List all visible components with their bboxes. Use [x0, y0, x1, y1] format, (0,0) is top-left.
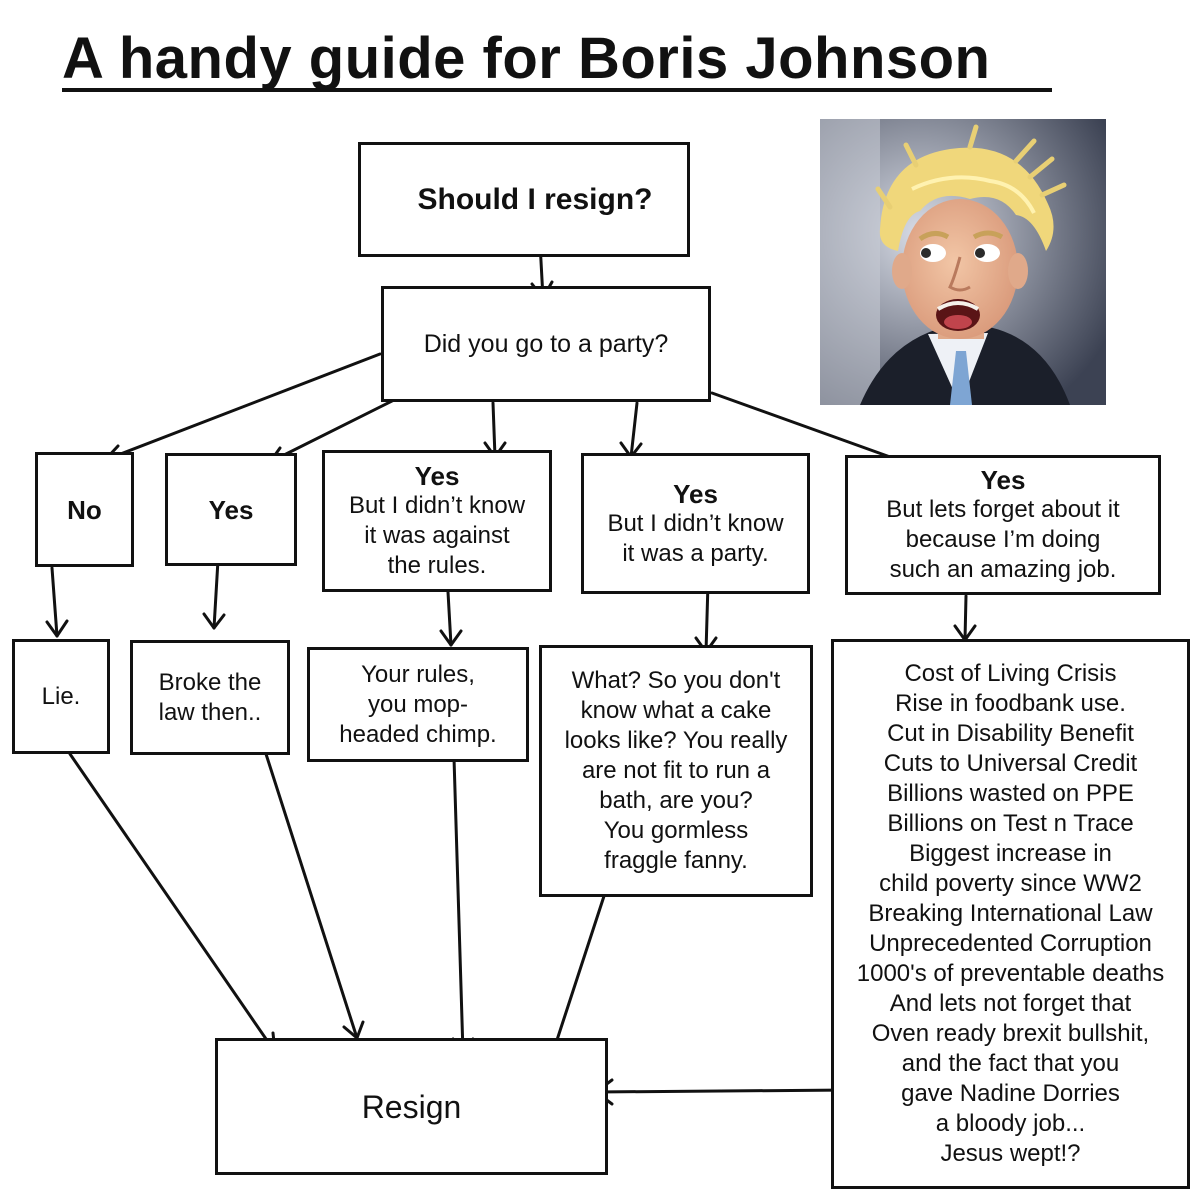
node-cost-of-living-list: Cost of Living Crisis Rise in foodbank u…	[831, 639, 1190, 1189]
node-label: Did you go to a party?	[423, 330, 669, 358]
node-head: Yes	[980, 465, 1026, 495]
node-yes-against-rules: Yes But I didn’t know it was against the…	[322, 450, 552, 592]
node-label: But I didn’t know it was against the rul…	[348, 492, 526, 579]
node-cake: What? So you don't know what a cake look…	[539, 645, 813, 897]
node-head: Yes	[673, 478, 718, 509]
node-label: But lets forget about it because I’m doi…	[886, 496, 1120, 583]
title-underline	[62, 88, 1052, 92]
node-label: But I didn’t know it was a party.	[607, 509, 784, 567]
node-yes: Yes	[165, 453, 297, 566]
node-no: No	[35, 452, 134, 567]
node-should-i-resign: Should I resign?	[358, 142, 690, 257]
node-yes-didnt-know-party: Yes But I didn’t know it was a party.	[581, 453, 810, 594]
node-head: No	[67, 494, 102, 525]
node-resign: Resign	[215, 1038, 608, 1175]
node-broke-the-law: Broke the law then..	[130, 640, 290, 755]
node-head: Yes	[414, 461, 460, 491]
node-label: What? So you don't know what a cake look…	[564, 667, 788, 874]
boris-photo	[820, 119, 1106, 405]
node-label: Your rules, you mop- headed chimp.	[339, 660, 497, 748]
page-title: A handy guide for Boris Johnson	[62, 26, 991, 91]
node-head: Yes	[208, 494, 254, 525]
node-label: Resign	[361, 1088, 462, 1125]
node-your-rules: Your rules, you mop- headed chimp.	[307, 647, 529, 762]
node-did-you-go-to-party: Did you go to a party?	[381, 286, 711, 402]
node-label: Lie.	[41, 682, 81, 710]
node-lie: Lie.	[12, 639, 110, 754]
node-label: Should I resign?	[417, 182, 653, 216]
node-yes-lets-forget: Yes But lets forget about it because I’m…	[845, 455, 1161, 595]
node-label: Broke the law then..	[158, 668, 262, 726]
node-label: Cost of Living Crisis Rise in foodbank u…	[856, 660, 1165, 1167]
